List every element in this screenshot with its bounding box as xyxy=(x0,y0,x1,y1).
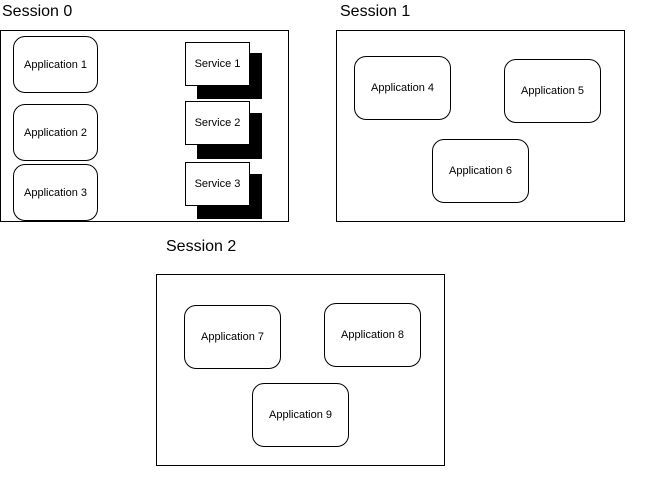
application-1[interactable]: Application 1 xyxy=(13,36,98,93)
service-2[interactable]: Service 2 xyxy=(185,101,250,145)
application-8[interactable]: Application 8 xyxy=(324,303,421,367)
application-7[interactable]: Application 7 xyxy=(184,305,281,369)
application-4[interactable]: Application 4 xyxy=(354,56,451,120)
session-1-box: Application 4 Application 5 Application … xyxy=(336,30,625,222)
service-3[interactable]: Service 3 xyxy=(185,162,250,206)
application-3[interactable]: Application 3 xyxy=(13,164,98,221)
session-2-box: Application 7 Application 8 Application … xyxy=(156,274,445,466)
session-0-title: Session 0 xyxy=(2,3,73,20)
application-2[interactable]: Application 2 xyxy=(13,104,98,161)
session-0-box: Application 1 Application 2 Application … xyxy=(0,30,289,222)
application-9[interactable]: Application 9 xyxy=(252,383,349,447)
application-6[interactable]: Application 6 xyxy=(432,139,529,203)
session-1-title: Session 1 xyxy=(340,3,411,20)
service-1[interactable]: Service 1 xyxy=(185,42,250,86)
application-5[interactable]: Application 5 xyxy=(504,59,601,123)
session-2-title: Session 2 xyxy=(166,238,237,255)
